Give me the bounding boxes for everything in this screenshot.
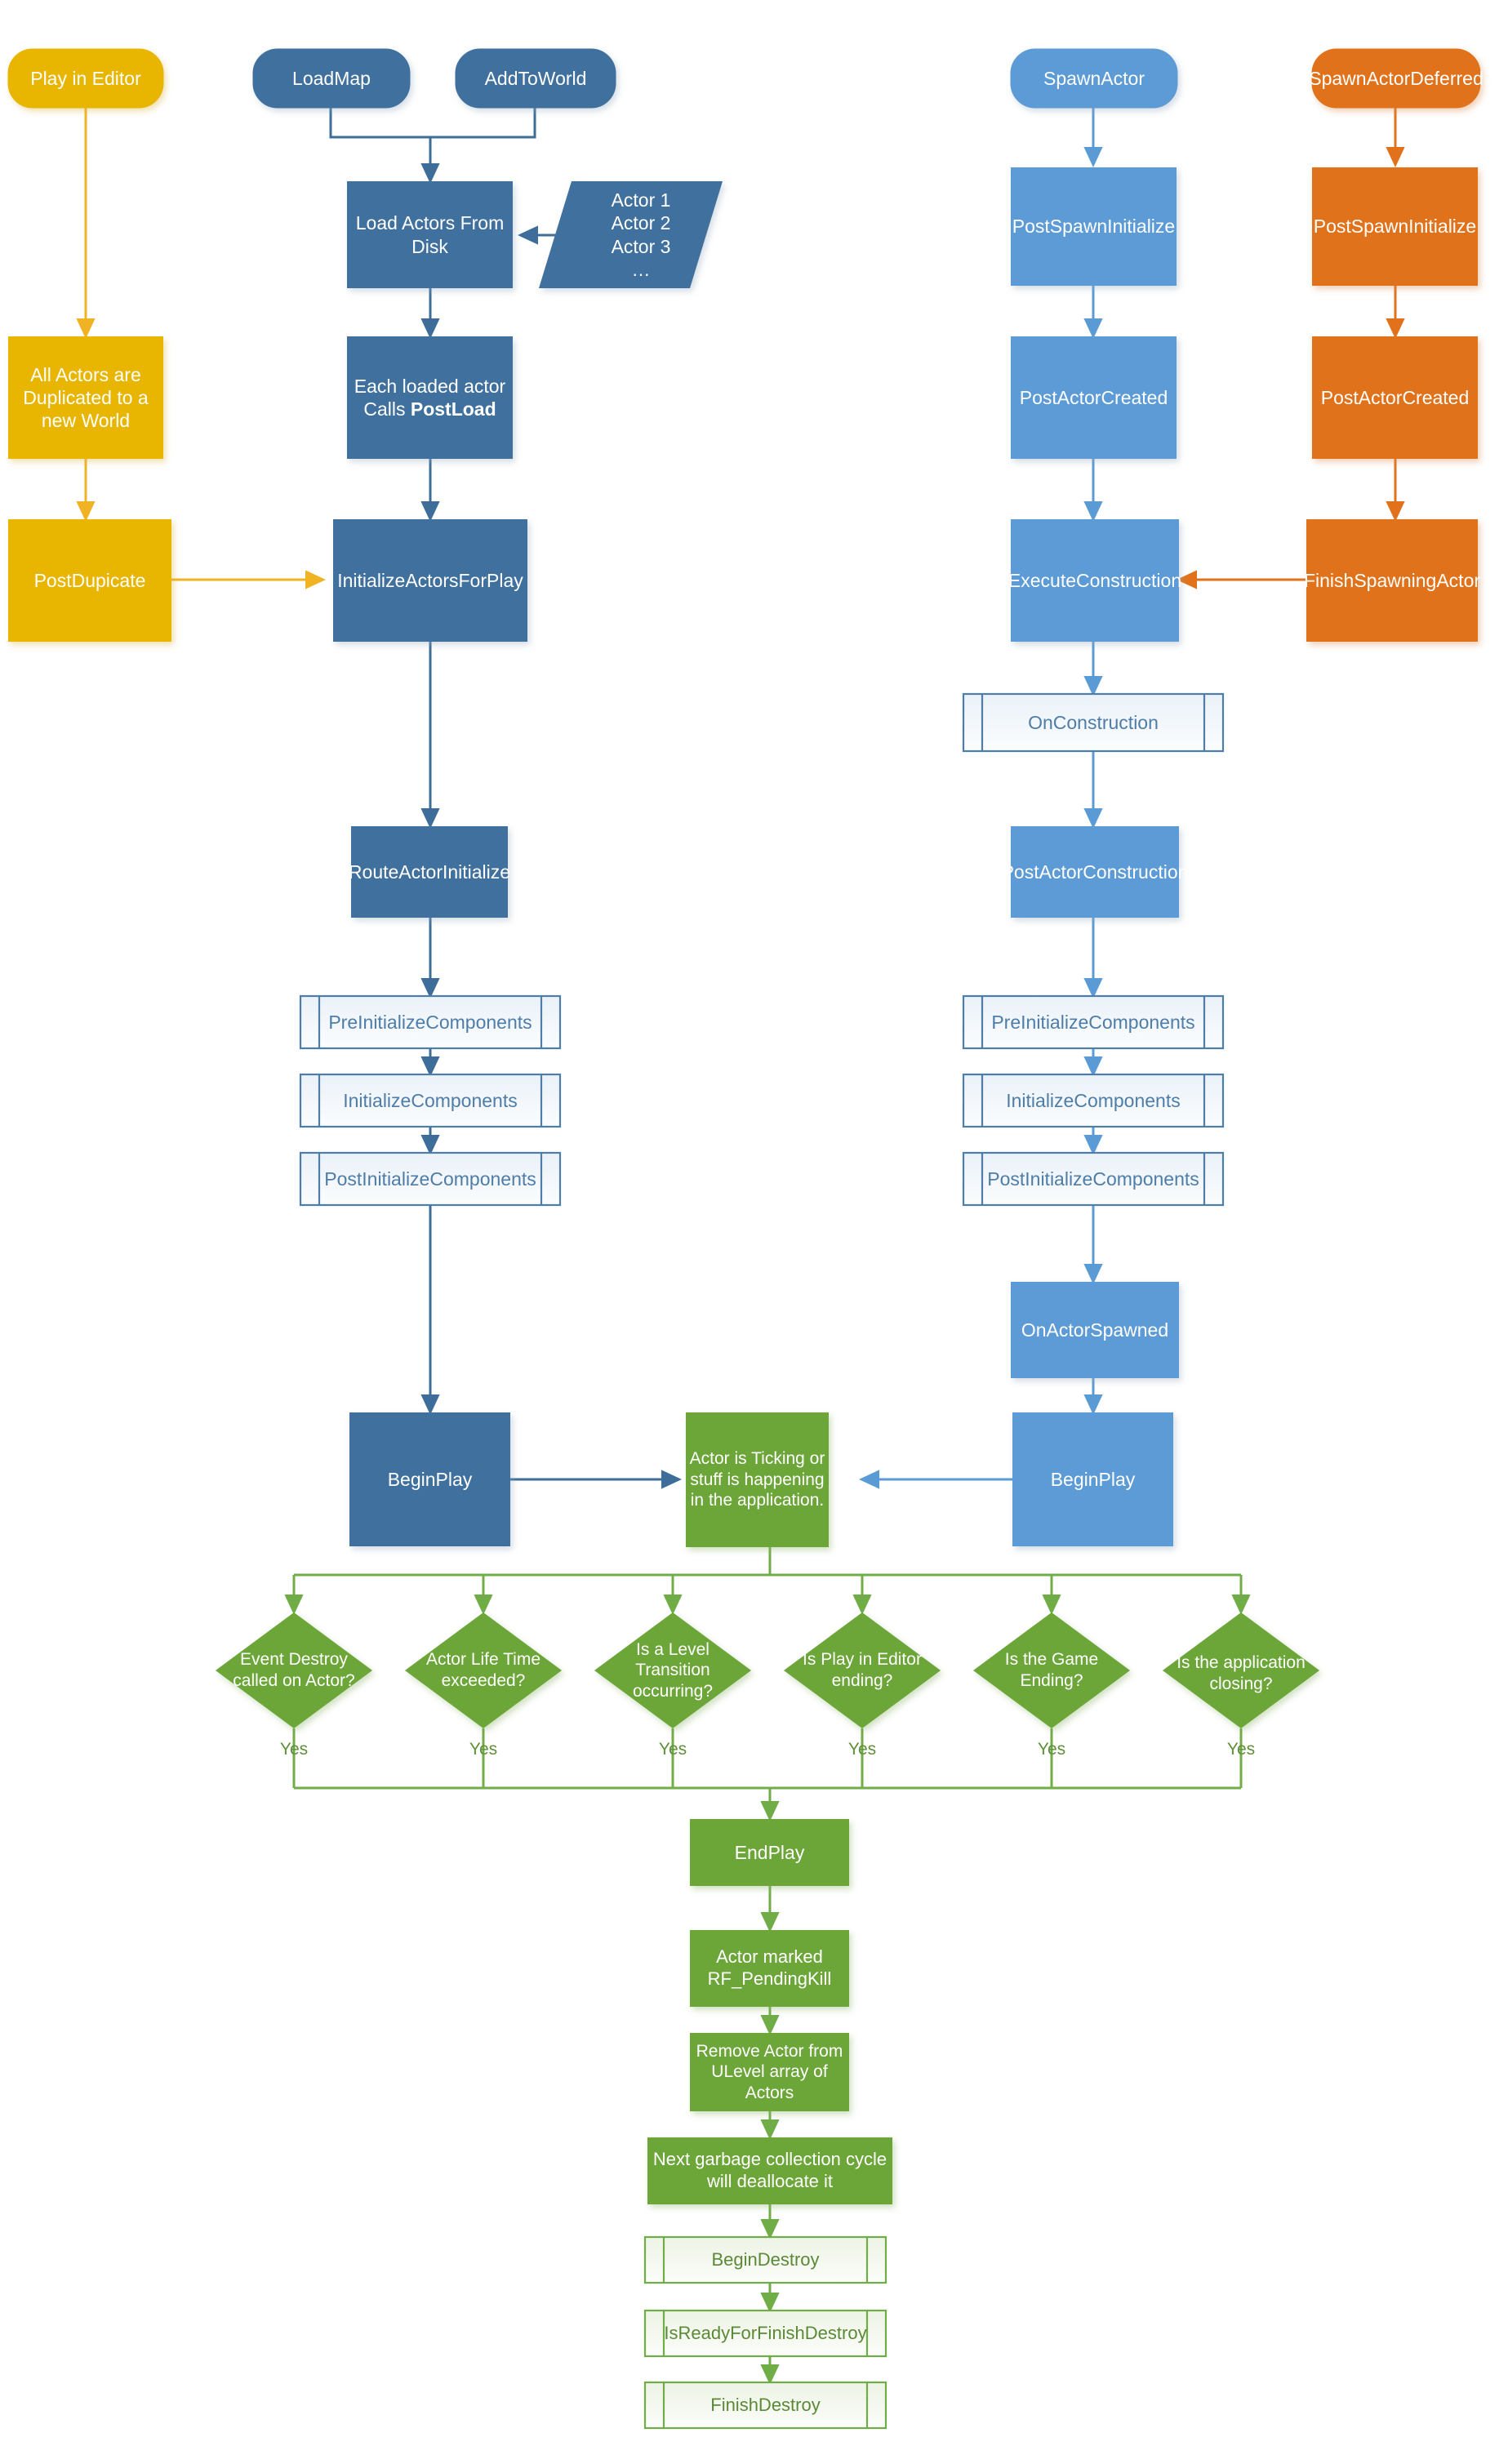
- edge-loadmap-addtoworld-join: [329, 108, 536, 139]
- node-begin-play-right[interactable]: [1012, 1412, 1173, 1546]
- node-finish-destroy[interactable]: [643, 2381, 887, 2430]
- node-next-gc-cycle[interactable]: [647, 2137, 892, 2204]
- node-decision-actor-lifetime[interactable]: [405, 1612, 562, 1728]
- node-pre-initialize-components-left[interactable]: [299, 994, 562, 1050]
- node-actor-list[interactable]: [539, 181, 723, 288]
- node-on-actor-spawned[interactable]: [1011, 1282, 1179, 1378]
- node-decision-application-closing[interactable]: [1163, 1612, 1319, 1728]
- node-initialize-components-left[interactable]: [299, 1073, 562, 1128]
- node-finish-spawning-actor[interactable]: [1306, 519, 1478, 642]
- node-post-actor-created-blue[interactable]: [1011, 336, 1177, 459]
- node-spawn-actor[interactable]: [1010, 48, 1178, 109]
- node-decision-event-destroy[interactable]: [216, 1612, 372, 1728]
- node-execute-construction[interactable]: [1011, 519, 1179, 642]
- node-spawn-actor-deferred[interactable]: [1311, 48, 1481, 109]
- node-initialize-actors-for-play[interactable]: [333, 519, 527, 642]
- node-pre-initialize-components-right[interactable]: [962, 994, 1225, 1050]
- node-post-actor-construction[interactable]: [1011, 826, 1179, 918]
- node-remove-actor-from-ulevel[interactable]: [690, 2033, 849, 2111]
- node-post-actor-created-orange[interactable]: [1312, 336, 1478, 459]
- node-route-actor-initialize[interactable]: [351, 826, 508, 918]
- node-begin-play-left[interactable]: [349, 1412, 510, 1546]
- node-load-actors-from-disk[interactable]: [347, 181, 513, 288]
- node-load-map[interactable]: [252, 48, 411, 109]
- node-decision-level-transition[interactable]: [594, 1612, 751, 1728]
- node-actor-marked-pendingkill[interactable]: [690, 1930, 849, 2007]
- node-post-spawn-initialize-orange[interactable]: [1312, 167, 1478, 286]
- node-is-ready-for-finish-destroy[interactable]: [643, 2309, 887, 2358]
- node-post-initialize-components-right[interactable]: [962, 1151, 1225, 1207]
- node-post-dupicate[interactable]: [8, 519, 171, 642]
- node-begin-destroy[interactable]: [643, 2235, 887, 2284]
- node-post-initialize-components-left[interactable]: [299, 1151, 562, 1207]
- node-on-construction[interactable]: [962, 692, 1225, 753]
- node-post-spawn-initialize-blue[interactable]: [1011, 167, 1177, 286]
- node-decision-pie-ending[interactable]: [784, 1612, 941, 1728]
- node-decision-game-ending[interactable]: [973, 1612, 1130, 1728]
- node-play-in-editor[interactable]: [7, 48, 164, 109]
- node-add-to-world[interactable]: [455, 48, 616, 109]
- node-all-actors-duplicated[interactable]: [8, 336, 163, 459]
- node-each-loaded-actor[interactable]: [347, 336, 513, 459]
- node-actor-is-ticking[interactable]: [686, 1412, 829, 1547]
- node-end-play[interactable]: [690, 1819, 849, 1886]
- node-initialize-components-right[interactable]: [962, 1073, 1225, 1128]
